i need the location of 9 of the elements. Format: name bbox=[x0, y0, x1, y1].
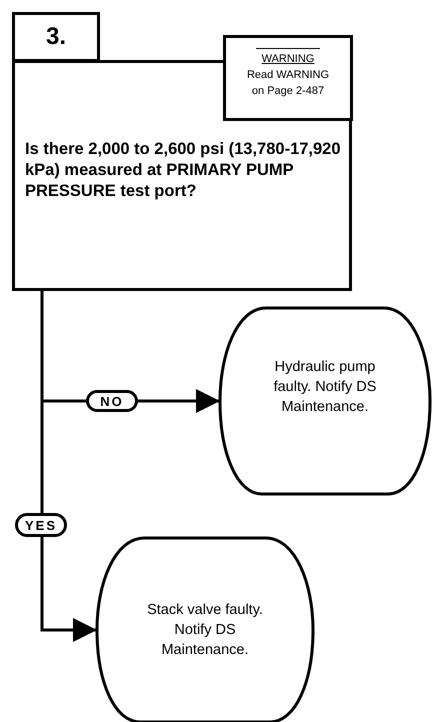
edge-label: NO bbox=[86, 390, 138, 412]
result-text: Stack valve faulty. Notify DS Maintenance. bbox=[146, 601, 264, 660]
warning-text: Read WARNING on Page 2-487 bbox=[246, 68, 330, 99]
flow-arrow bbox=[40, 291, 97, 642]
warning-heading: WARNING bbox=[256, 48, 320, 67]
step-number-box: 3. bbox=[12, 12, 100, 62]
result-text: Hydraulic pump faulty. Notify DS Maintenance. bbox=[272, 358, 378, 417]
warning-box bbox=[223, 35, 353, 121]
edge-label: YES bbox=[15, 513, 67, 537]
